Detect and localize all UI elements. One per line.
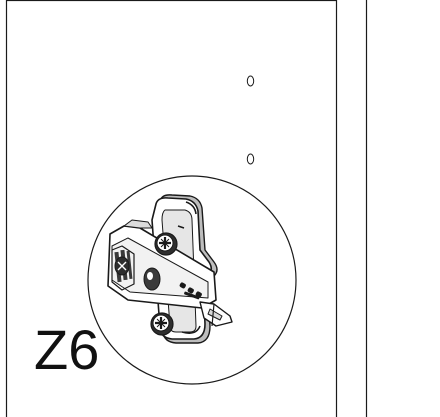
plate-hatching	[177, 201, 201, 334]
drill-hole	[246, 153, 255, 165]
cabinet-panel	[5, 0, 368, 417]
screw-top	[154, 232, 178, 256]
screw-bottom	[150, 312, 174, 336]
step-label: Z6	[34, 318, 100, 381]
screws	[114, 232, 178, 336]
drill-hole	[246, 75, 255, 87]
panel-frame	[5, 0, 338, 417]
adjustment-slots	[179, 282, 202, 300]
screw-side	[114, 256, 130, 276]
hinge-clip-edge	[211, 303, 215, 327]
plate-flange	[123, 219, 153, 229]
plate-end-cap	[111, 245, 135, 291]
hinge-clip-tab-slot	[207, 308, 223, 321]
cam-recess-inner	[147, 272, 153, 280]
cam-recess	[143, 267, 161, 291]
